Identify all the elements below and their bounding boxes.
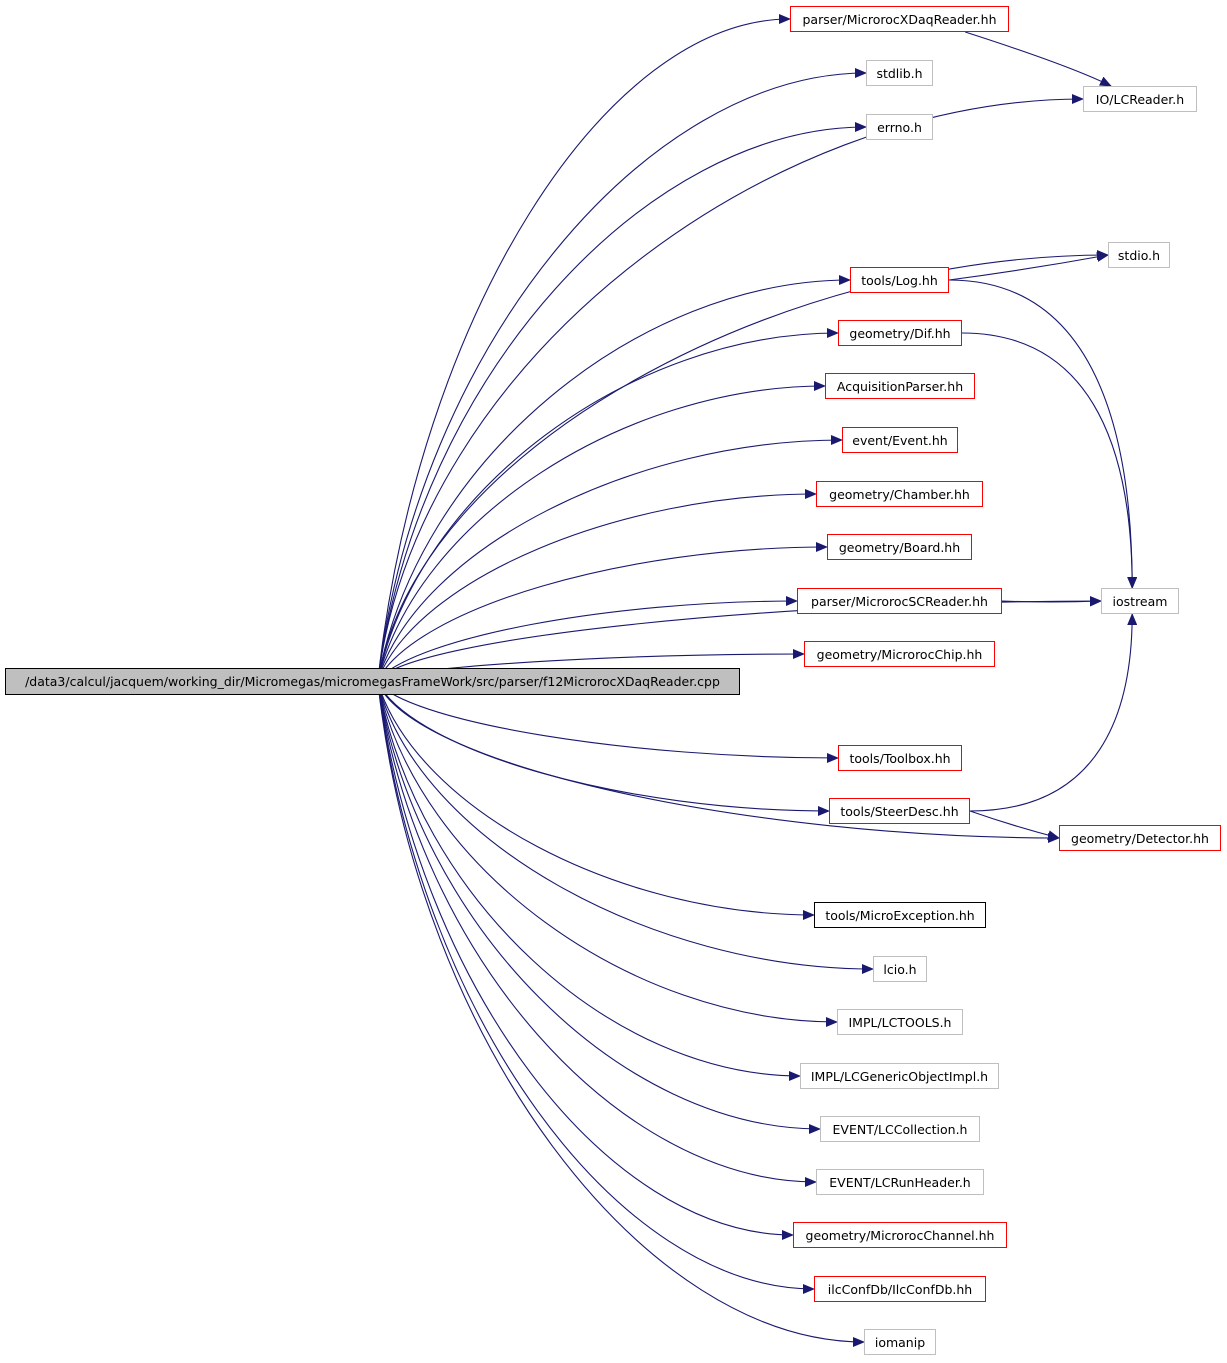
edge-steer-to-iostream	[969, 613, 1138, 812]
include-node-label: parser/MicrorocXDaqReader.hh	[802, 11, 997, 27]
include-node-chamber[interactable]: geometry/Chamber.hh	[816, 481, 983, 507]
include-node-label: stdio.h	[1117, 247, 1161, 263]
edge-root-to-lccoll	[377, 683, 821, 1134]
edge-root-to-msc	[377, 596, 798, 680]
edge-root-to-dif	[377, 328, 839, 680]
edge-msc-to-iostream	[1001, 596, 1102, 607]
include-node-label: tools/Log.hh	[861, 272, 938, 288]
include-node-label: IMPL/LCTOOLS.h	[848, 1014, 952, 1030]
include-node-microroc-sc-reader[interactable]: parser/MicrorocSCReader.hh	[797, 588, 1002, 614]
include-node-event[interactable]: event/Event.hh	[842, 427, 958, 453]
edge-root-to-mexc	[377, 683, 815, 920]
include-node-microroc-chip[interactable]: geometry/MicrorocChip.hh	[804, 641, 995, 667]
edge-steer-to-detector	[969, 810, 1060, 841]
include-node-label: tools/Toolbox.hh	[849, 750, 951, 766]
root-file-label: /data3/calcul/jacquem/working_dir/Microm…	[25, 674, 720, 689]
include-node-lctools[interactable]: IMPL/LCTOOLS.h	[837, 1009, 963, 1035]
include-node-iostream[interactable]: iostream	[1101, 588, 1179, 614]
include-node-label: event/Event.hh	[852, 432, 948, 448]
edge-root-to-detector	[377, 683, 1060, 843]
include-node-label: IMPL/LCGenericObjectImpl.h	[810, 1068, 989, 1084]
edge-root-to-log	[377, 275, 851, 680]
edge-root-to-lcrun	[377, 683, 817, 1187]
include-node-stdlib[interactable]: stdlib.h	[866, 60, 933, 86]
include-node-microroc-xdaq-reader[interactable]: parser/MicrorocXDaqReader.hh	[790, 6, 1009, 32]
edge-root-to-ilcconf	[377, 683, 815, 1294]
edge-mxdaq-to-lcreader	[965, 31, 1112, 87]
include-node-errno[interactable]: errno.h	[866, 114, 933, 140]
edge-dif-to-iostream	[961, 332, 1138, 589]
include-node-label: parser/MicrorocSCReader.hh	[811, 593, 988, 609]
include-node-label: geometry/Chamber.hh	[829, 486, 970, 502]
include-node-label: iomanip	[874, 1334, 926, 1350]
edge-root-to-mxdaq	[377, 14, 791, 680]
include-node-micro-exception[interactable]: tools/MicroException.hh	[814, 902, 986, 928]
include-node-label: stdlib.h	[876, 65, 923, 81]
include-node-label: iostream	[1112, 593, 1168, 609]
edge-root-to-acq	[377, 381, 826, 680]
include-node-label: geometry/Dif.hh	[849, 325, 951, 341]
edge-log-to-iostream	[948, 279, 1138, 589]
edge-root-to-lctools	[377, 683, 838, 1027]
edge-root-to-iomanip	[377, 683, 865, 1347]
include-node-detector[interactable]: geometry/Detector.hh	[1059, 825, 1221, 851]
include-node-label: lcio.h	[883, 961, 917, 977]
include-node-label: tools/SteerDesc.hh	[840, 803, 959, 819]
edge-root-to-errno	[377, 122, 867, 680]
edge-root-to-toolbox	[377, 683, 839, 763]
include-node-label: EVENT/LCCollection.h	[832, 1121, 968, 1137]
include-node-label: geometry/Board.hh	[838, 539, 961, 555]
include-node-steer-desc[interactable]: tools/SteerDesc.hh	[829, 798, 970, 824]
include-node-label: errno.h	[877, 119, 922, 135]
edge-root-to-board	[377, 542, 828, 680]
edge-log-to-stdio	[948, 252, 1109, 281]
include-node-stdio[interactable]: stdio.h	[1108, 242, 1170, 268]
include-node-label: ilcConfDb/IlcConfDb.hh	[827, 1281, 973, 1297]
include-node-label: AcquisitionParser.hh	[836, 378, 964, 394]
include-node-label: geometry/MicrorocChannel.hh	[805, 1227, 995, 1243]
include-node-lccollection[interactable]: EVENT/LCCollection.h	[820, 1116, 980, 1142]
edge-root-to-chamber	[377, 489, 817, 680]
root-file-node: /data3/calcul/jacquem/working_dir/Microm…	[5, 668, 740, 695]
include-node-label: EVENT/LCRunHeader.h	[829, 1174, 971, 1190]
edge-root-to-lcgen	[377, 683, 801, 1081]
include-node-ilc-conf-db[interactable]: ilcConfDb/IlcConfDb.hh	[814, 1276, 986, 1302]
include-node-lcrun-header[interactable]: EVENT/LCRunHeader.h	[816, 1169, 984, 1195]
edge-root-to-lcio	[377, 683, 874, 974]
include-node-toolbox[interactable]: tools/Toolbox.hh	[838, 745, 962, 771]
edge-root-to-steer	[377, 683, 830, 816]
include-node-acquisition-parser[interactable]: AcquisitionParser.hh	[825, 373, 975, 399]
include-node-label: tools/MicroException.hh	[825, 907, 975, 923]
edge-root-to-mchan	[377, 683, 794, 1240]
edge-root-to-stdlib	[377, 68, 867, 680]
include-node-iomanip[interactable]: iomanip	[864, 1329, 936, 1355]
include-node-label: IO/LCReader.h	[1095, 91, 1185, 107]
include-node-label: geometry/Detector.hh	[1071, 830, 1209, 846]
include-node-lcgeneric-object-impl[interactable]: IMPL/LCGenericObjectImpl.h	[800, 1063, 999, 1089]
edge-root-to-lcreader	[377, 94, 1084, 680]
include-node-lcio[interactable]: lcio.h	[873, 956, 927, 982]
include-node-microroc-channel[interactable]: geometry/MicrorocChannel.hh	[793, 1222, 1007, 1248]
include-node-label: geometry/MicrorocChip.hh	[816, 646, 983, 662]
include-node-board[interactable]: geometry/Board.hh	[827, 534, 972, 560]
include-node-lcreader[interactable]: IO/LCReader.h	[1083, 86, 1197, 112]
edge-root-to-stdio	[377, 250, 1109, 680]
include-node-log[interactable]: tools/Log.hh	[850, 267, 949, 293]
include-node-dif[interactable]: geometry/Dif.hh	[838, 320, 962, 346]
edge-root-to-event	[377, 435, 843, 680]
